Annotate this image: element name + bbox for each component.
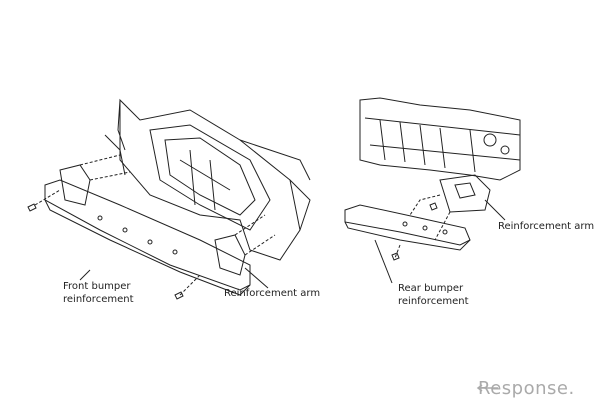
label-front-bumper-line1: Front bumper [63,281,131,292]
leader-line-front-bumper [79,269,91,281]
label-rear-bumper-line1: Rear bumper [398,283,464,294]
leader-line-rear-arm [484,199,506,221]
label-rear-bumper: Rear bumper reinforcement [398,282,469,308]
label-rear-bumper-line2: reinforcement [398,296,469,307]
label-front-bumper: Front bumper reinforcement [63,280,134,306]
watermark-logo: Response. [478,378,575,399]
logo-arrow-icon [476,384,498,392]
label-front-bumper-line2: reinforcement [63,294,134,305]
front-bumper-reinforcement [27,154,276,300]
label-rear-reinforcement-arm: Reinforcement arm [498,221,595,232]
radiator-core-support [104,98,311,261]
rear-body-panel [359,97,521,181]
rear-bumper-reinforcement [344,174,491,261]
leader-line-front-arm [244,267,269,289]
label-front-reinforcement-arm: Reinforcement arm [224,288,321,299]
leader-line-rear-bumper [374,239,393,284]
